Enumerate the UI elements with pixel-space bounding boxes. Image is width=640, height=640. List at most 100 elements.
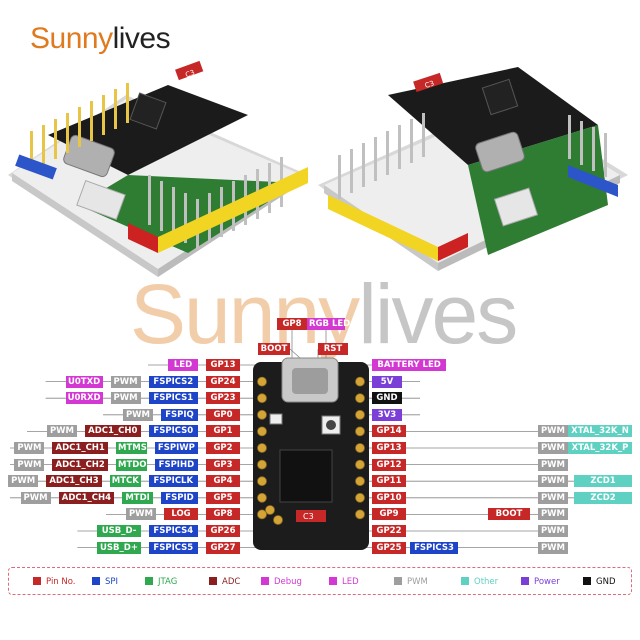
pin-label-pwm: PWM [538, 508, 568, 521]
pin-label-pin: GP12 [372, 458, 406, 471]
pin-label-pin: GP1 [206, 425, 240, 438]
pin-label-pin: GP27 [206, 541, 240, 554]
pin-pad [265, 505, 275, 515]
pin-label-adc: ADC1_CH1 [52, 442, 108, 454]
pin-label-adc: ADC1_CH4 [58, 491, 115, 504]
watermark-part2: lives [358, 267, 518, 361]
pin-pad [257, 376, 267, 387]
pin-label-spi: FSPIWP [154, 442, 198, 454]
pin-label-pin: LOG [164, 508, 198, 521]
pin-label-spi: FSPICLK [148, 475, 198, 488]
pin-label-pin: GP23 [206, 392, 240, 405]
pin-label-pwm: PWM [538, 475, 568, 488]
pin-label-power: 3V3 [372, 408, 402, 421]
pin-label-pin: BOOT [488, 508, 530, 521]
pin-label-adc: ADC1_CH3 [46, 475, 102, 488]
legend-swatch [209, 577, 217, 585]
pin-label-pin: GP13 [206, 359, 240, 371]
legend-label: Power [534, 577, 560, 587]
legend-label: PWM [407, 577, 428, 587]
pin-label-pwm: PWM [538, 458, 568, 471]
pin-label-pin: GP13 [372, 442, 406, 454]
legend-item: Power [521, 577, 560, 587]
legend-swatch [521, 577, 529, 585]
pin-label-pin: GP8 [206, 508, 240, 521]
pin-label-debug: U0TXD [65, 375, 103, 388]
pin-label-pin: GP10 [372, 491, 406, 504]
pin-pad [355, 492, 365, 503]
pin-label-jtag: MTDI [122, 491, 153, 504]
pin-label-spi: FSPICS5 [148, 541, 198, 554]
legend-label: Pin No. [46, 577, 76, 587]
board-pcb: C3 [253, 357, 369, 550]
pin-label-pin: GP4 [206, 475, 240, 488]
legend-item: JTAG [145, 577, 177, 587]
legend-item: Pin No. [33, 577, 76, 587]
pin-label-led: RGB LED [307, 318, 351, 330]
legend-swatch [92, 577, 100, 585]
pin-label-pin: GP25 [372, 541, 406, 554]
board-photo-left: C3 [8, 60, 308, 277]
legend-label: SPI [105, 577, 119, 587]
pin-label-pin: GP11 [372, 475, 406, 488]
pin-label-spi: FSPIHD [154, 458, 198, 471]
pin-label-spi: FSPICS1 [148, 392, 198, 405]
legend-swatch [583, 577, 591, 585]
chip-label-left: C3 [184, 69, 196, 80]
legend-item: PWM [394, 577, 428, 587]
pin-pad [355, 459, 365, 470]
pin-label-pwm: PWM [20, 491, 51, 504]
pin-label-other: ZCD1 [574, 475, 632, 488]
pin-label-pwm: PWM [126, 508, 156, 521]
pin-label-led: BATTERY LED [372, 359, 447, 371]
legend-item: LED [329, 577, 359, 587]
legend-swatch [461, 577, 469, 585]
pin-label-adc: ADC1_CH0 [85, 425, 141, 438]
pin-label-pwm: PWM [110, 392, 141, 405]
pin-label-jtag: MTMS [116, 442, 147, 454]
pin-label-pin: GP0 [206, 408, 240, 421]
pin-pad [355, 509, 365, 520]
pin-pad [257, 459, 267, 470]
pinout-diagram: C3 [10, 330, 632, 550]
pin-label-pin: GP2 [206, 442, 240, 454]
pin-pad [355, 376, 365, 387]
legend-swatch [261, 577, 269, 585]
legend-label: Other [474, 577, 499, 587]
brand-logo: Sunnylives [30, 22, 171, 56]
legend-item: Debug [261, 577, 302, 587]
pin-label-pin: GP26 [206, 525, 240, 537]
board-photo-right: C3 [318, 67, 628, 271]
legend-label: JTAG [158, 577, 178, 587]
pin-label-pwm: PWM [14, 458, 45, 471]
pin-label-pin: GP5 [206, 491, 240, 504]
pin-label-spi: FSPICS3 [410, 541, 458, 554]
chip-label-diagram: C3 [303, 512, 314, 521]
pin-label-other: XTAL_32K_N [568, 425, 632, 438]
pin-label-pin: BOOT [258, 343, 290, 355]
legend-item: SPI [92, 577, 118, 587]
pin-label-power: 5V [372, 375, 402, 388]
pin-label-pin: GP22 [372, 525, 406, 537]
pin-label-other: ZCD2 [574, 491, 632, 504]
pin-pad [355, 443, 365, 453]
pin-pad [355, 476, 365, 487]
legend-swatch [329, 577, 337, 585]
brand-logo-part1: Sunny [30, 22, 113, 55]
pin-pad [257, 409, 267, 420]
pin-label-adc: ADC1_CH2 [52, 458, 108, 471]
pin-label-pin: GP3 [206, 458, 240, 471]
legend-label: LED [342, 577, 359, 587]
pin-label-spi: FSPICS0 [148, 425, 198, 438]
pin-label-pwm: PWM [47, 425, 77, 438]
legend-item: GND [583, 577, 616, 587]
pin-label-pwm: PWM [538, 442, 568, 454]
pin-label-pwm: PWM [538, 491, 568, 504]
pin-label-debug: U0RXD [65, 392, 103, 405]
pin-label-pwm: PWM [123, 408, 153, 421]
pin-label-spi: FSPIQ [161, 408, 198, 421]
pin-label-pin: GP9 [372, 508, 406, 521]
pin-label-jtag: MTCK [109, 475, 141, 488]
pin-pad [257, 393, 267, 404]
pin-pad [257, 443, 267, 453]
